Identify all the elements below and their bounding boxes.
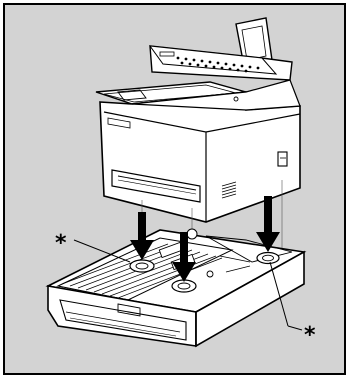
callout-mark-left: *	[55, 231, 67, 256]
power-switch	[278, 152, 287, 166]
callout-mark-right: *	[304, 323, 316, 348]
